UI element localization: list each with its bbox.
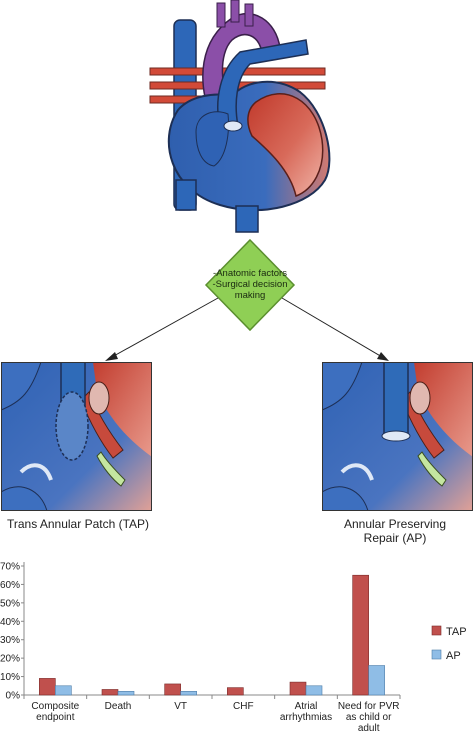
decision-line-3: making bbox=[234, 290, 266, 301]
decision-line-1: -Anatomic factors bbox=[213, 268, 287, 279]
x-tick-label: endpoint bbox=[36, 712, 75, 723]
bar-tap bbox=[289, 681, 307, 696]
ap-caption-line-2: Repair (AP) bbox=[363, 531, 427, 545]
arrow-right-head-icon bbox=[377, 352, 389, 361]
arrow-right bbox=[281, 297, 383, 358]
y-tick-label: 10% bbox=[0, 672, 20, 683]
x-tick-label: as child or bbox=[346, 712, 392, 723]
x-tick-label: VT bbox=[174, 701, 187, 712]
heart-illustration bbox=[149, 0, 331, 233]
legend-label-tap: TAP bbox=[446, 626, 467, 638]
ap-caption: Annular Preserving Repair (AP) bbox=[316, 517, 474, 545]
y-tick-label: 0% bbox=[6, 691, 21, 702]
heart-icon bbox=[149, 0, 331, 233]
ap-caption-line-1: Annular Preserving bbox=[343, 517, 447, 531]
decision-diamond bbox=[204, 238, 296, 332]
x-tick-label: arrhythmias bbox=[280, 712, 332, 723]
arrow-left bbox=[111, 297, 219, 358]
bar-tap bbox=[164, 683, 181, 696]
bar-ap bbox=[55, 685, 72, 696]
tap-caption: Trans Annular Patch (TAP) bbox=[6, 517, 150, 531]
x-tick-label: Need for PVR bbox=[338, 701, 400, 712]
arrow-left-head-icon bbox=[105, 352, 118, 361]
x-tick-label: CHF bbox=[233, 701, 254, 712]
decision-flow bbox=[105, 238, 389, 361]
x-tick-label: Death bbox=[105, 701, 132, 712]
ap-detail-icon bbox=[322, 362, 473, 511]
x-tick-label: Composite bbox=[31, 701, 79, 712]
ap-detail-panel bbox=[322, 362, 473, 511]
tap-detail-panel bbox=[1, 362, 152, 511]
outcome-bar-chart: 0% 10% 20% 30% 40% 50% 60% 70% Compositeendpoint… bbox=[0, 562, 467, 731]
y-tick-label: 60% bbox=[0, 580, 20, 591]
bar-tap bbox=[39, 678, 56, 696]
decision-text: -Anatomic factors -Surgical decision mak… bbox=[200, 268, 300, 301]
bar-ap bbox=[368, 665, 385, 696]
legend-swatch-tap bbox=[431, 625, 442, 636]
bar-tap bbox=[352, 574, 369, 696]
bar-ap bbox=[180, 691, 197, 696]
decision-line-2: -Surgical decision bbox=[212, 279, 288, 290]
bar-tap bbox=[227, 687, 244, 696]
x-tick-label: Atrial bbox=[295, 701, 318, 712]
legend-swatch-ap bbox=[431, 649, 442, 660]
tap-detail-icon bbox=[1, 362, 152, 511]
bar-tap bbox=[101, 689, 119, 696]
legend-label-ap: AP bbox=[446, 650, 461, 662]
y-tick-label: 40% bbox=[0, 617, 20, 628]
y-tick-label: 50% bbox=[0, 598, 20, 609]
y-tick-label: 30% bbox=[0, 635, 20, 646]
bar-ap bbox=[117, 691, 135, 696]
y-tick-label: 20% bbox=[0, 654, 20, 665]
y-tick-label: 70% bbox=[0, 562, 20, 573]
x-tick-label: adult bbox=[358, 723, 380, 731]
bar-ap bbox=[305, 685, 323, 696]
